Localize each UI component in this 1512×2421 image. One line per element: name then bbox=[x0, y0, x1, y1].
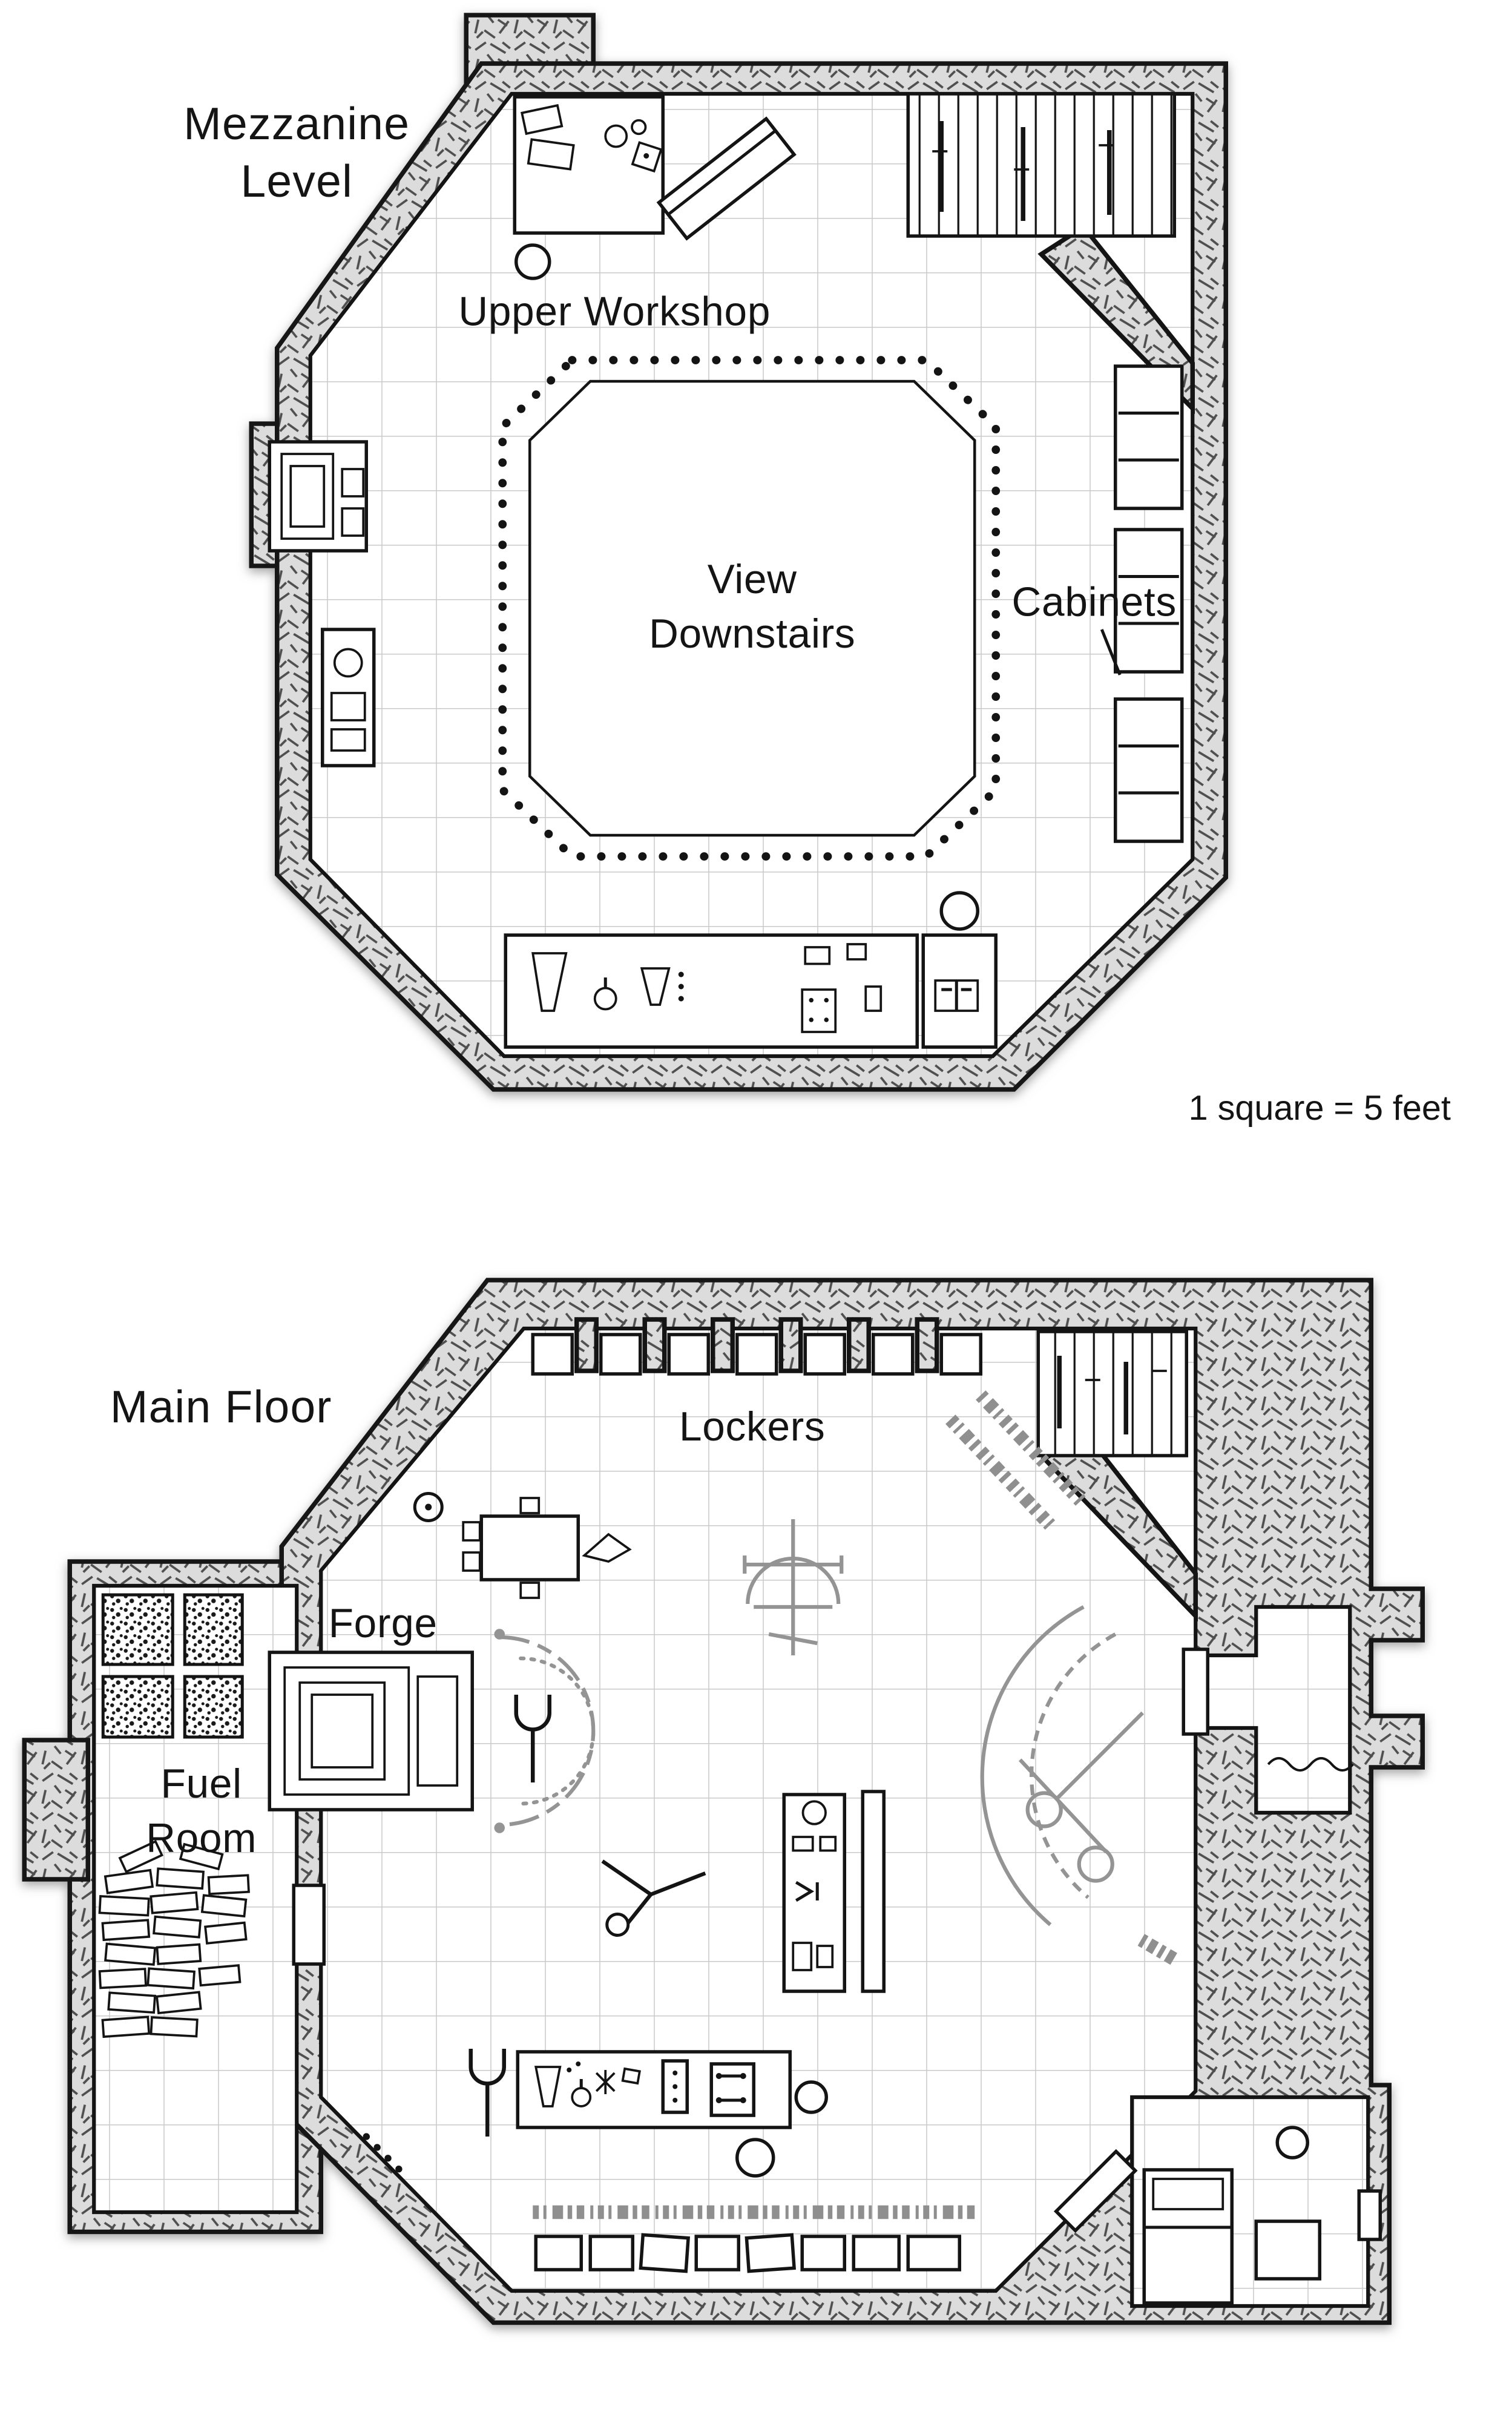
kettle bbox=[582, 1532, 632, 1563]
fuel-room-label-line1: Fuel bbox=[161, 1761, 242, 1807]
bottom-workbench bbox=[516, 2050, 828, 2129]
mezzanine-title-line1: Mezzanine bbox=[183, 98, 410, 149]
door-bedroom-east bbox=[1357, 2189, 1382, 2241]
fuel-room-label-line2: Room bbox=[146, 1816, 257, 1861]
round-stool bbox=[939, 891, 979, 931]
bedroom-stool bbox=[1275, 2126, 1309, 2160]
work-table bbox=[462, 1497, 632, 1599]
cabinets-label: Cabinets bbox=[1012, 580, 1177, 625]
mezzanine-level-map: Mezzanine Level Upper Workshop View Down… bbox=[183, 13, 1228, 1092]
lower-workbench bbox=[504, 891, 998, 1049]
mezzanine-title-line2: Level bbox=[240, 156, 353, 206]
fuel-bins bbox=[101, 1593, 244, 1739]
west-buttress bbox=[22, 1738, 91, 1882]
scale-note: 1 square = 5 feet bbox=[1189, 1089, 1451, 1128]
bedroom-furniture bbox=[1142, 2126, 1321, 2305]
rubble-dots bbox=[363, 2133, 409, 2180]
wavy-line bbox=[1267, 1757, 1354, 1772]
log-stacks bbox=[98, 1839, 250, 2038]
pillow bbox=[1152, 2178, 1224, 2210]
long-slab bbox=[861, 1790, 886, 1993]
drafting-table bbox=[656, 116, 797, 241]
floor-opening bbox=[528, 379, 976, 837]
door-east-room bbox=[1182, 1647, 1209, 1736]
lockers-row bbox=[531, 1317, 982, 1376]
view-downstairs-label-line2: Downstairs bbox=[649, 611, 855, 657]
upper-workshop-desk bbox=[513, 95, 665, 235]
railing-dotted bbox=[498, 356, 1001, 861]
arcane-circle bbox=[980, 1605, 1181, 1967]
forge-structure bbox=[268, 1629, 596, 1833]
cabinets-pointer-line bbox=[1100, 629, 1122, 675]
main-floor-map: Main Floor Lockers Forge Fuel Room bbox=[22, 1278, 1425, 2325]
cabinets-group bbox=[1114, 364, 1184, 843]
forge-arcane-arc-inner bbox=[519, 1656, 596, 1806]
floor-circle bbox=[735, 2138, 775, 2178]
rune-script-diagonal bbox=[945, 1390, 1086, 1530]
stool bbox=[514, 243, 551, 280]
central-rune-glyph bbox=[743, 1519, 844, 1655]
door-fuel-room bbox=[292, 1884, 326, 1966]
center-bench bbox=[782, 1793, 846, 1993]
bedside-table bbox=[1254, 2219, 1321, 2281]
floor-drain bbox=[413, 1492, 444, 1522]
wall-machine bbox=[268, 440, 368, 553]
recliner bbox=[601, 1859, 706, 1937]
upper-workshop-label: Upper Workshop bbox=[458, 289, 771, 335]
book-icon bbox=[934, 979, 979, 1012]
bottom-crates-row bbox=[534, 2233, 961, 2273]
forge-label: Forge bbox=[329, 1601, 438, 1646]
east-room-floor bbox=[1194, 1605, 1352, 1815]
door-bedroom bbox=[1053, 2149, 1138, 2233]
shelving-rack-main bbox=[1036, 1330, 1188, 1457]
tall-cabinet bbox=[321, 628, 376, 767]
lockers-label: Lockers bbox=[679, 1404, 826, 1450]
main-floor-title: Main Floor bbox=[110, 1381, 332, 1432]
view-downstairs-label-line1: View bbox=[708, 557, 797, 602]
forge-arcane-arc-outer bbox=[499, 1635, 596, 1827]
wall-pilasters bbox=[574, 1317, 939, 1373]
shelving-rack bbox=[906, 92, 1176, 238]
